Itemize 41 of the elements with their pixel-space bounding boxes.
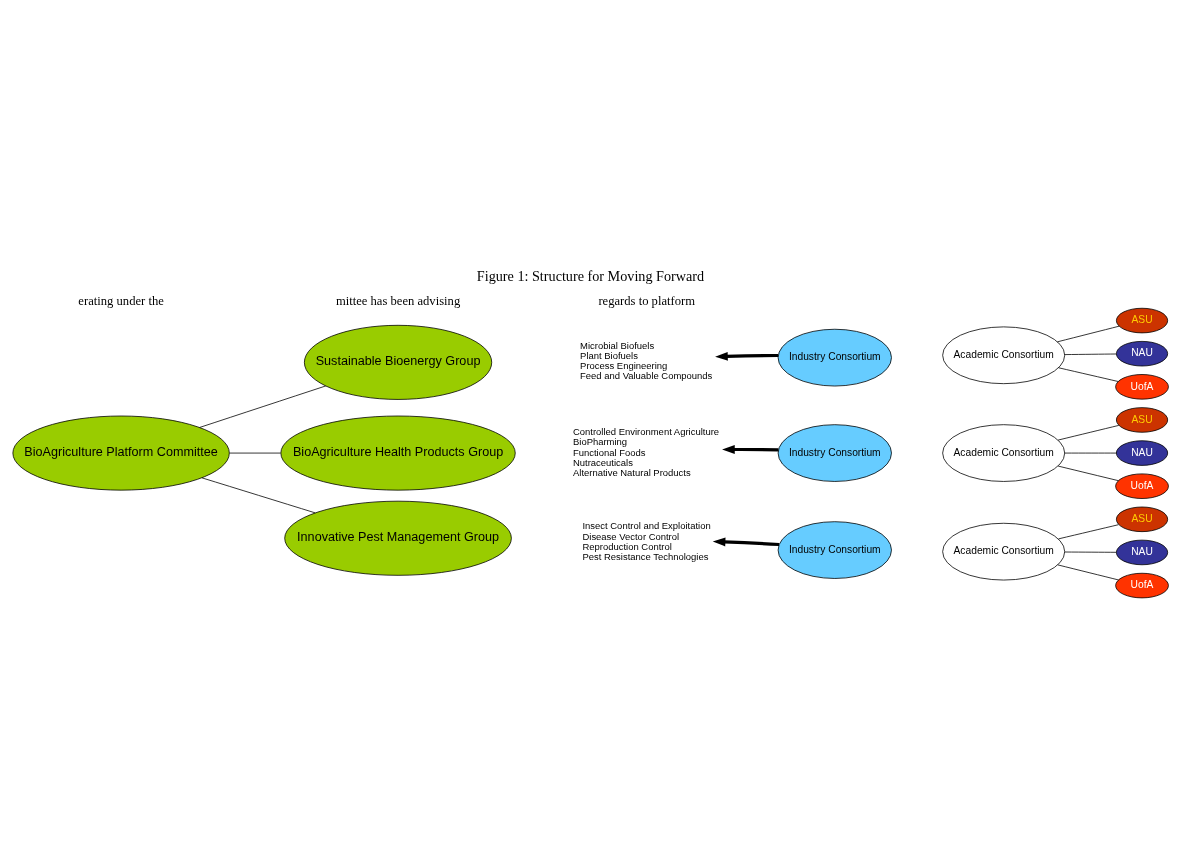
node-ellipse: ASU — [1116, 506, 1169, 533]
connector — [1064, 551, 1117, 553]
label: erating under the — [78, 294, 164, 309]
node-ellipse: BioAgriculture Health Products Group — [280, 415, 516, 491]
connector — [1057, 564, 1120, 581]
label: regards to platform — [598, 294, 696, 309]
node-ellipse: Academic Consortium — [942, 326, 1066, 385]
connector — [201, 477, 316, 514]
node-ellipse: Sustainable Bioenergy Group — [304, 324, 493, 400]
connector — [199, 385, 327, 428]
node-ellipse: Academic Consortium — [942, 424, 1066, 482]
node-text: Controlled Environment Agriculture BioPharming Functional Foods Nutraceuticals Alternative Natural Products — [572, 426, 720, 479]
connector — [1058, 524, 1119, 540]
node-ellipse: NAU — [1116, 341, 1169, 367]
node-ellipse: Industry Consortium — [777, 521, 892, 579]
connector — [1057, 425, 1120, 441]
connector — [1056, 325, 1120, 343]
node-ellipse: ASU — [1116, 407, 1169, 433]
arrow — [715, 351, 779, 361]
connector — [1064, 452, 1117, 454]
node-text: Insect Control and Exploitation Disease Vector Control Reproduction Control Pest Resistance Technologies — [582, 520, 711, 563]
label: mittee has been advising — [335, 294, 461, 309]
arrow — [712, 537, 780, 547]
node-ellipse: BioAgriculture Platform Committee — [12, 415, 230, 491]
node-ellipse: UofA — [1115, 572, 1169, 599]
arrow — [722, 445, 779, 454]
connector — [1064, 353, 1117, 355]
connector — [1058, 367, 1119, 382]
node-ellipse: UofA — [1115, 473, 1169, 499]
node-ellipse: Industry Consortium — [777, 424, 892, 482]
node-ellipse: Innovative Pest Management Group — [284, 500, 512, 576]
node-ellipse: Academic Consortium — [942, 522, 1066, 581]
node-text: Microbial Biofuels Plant Biofuels Process Engineering Feed and Valuable Compounds — [580, 339, 713, 382]
node-ellipse: UofA — [1115, 374, 1169, 400]
node-ellipse: Industry Consortium — [777, 328, 892, 387]
node-ellipse: ASU — [1116, 307, 1169, 334]
connector — [229, 452, 281, 454]
node-ellipse: NAU — [1116, 440, 1169, 466]
node-ellipse: NAU — [1116, 539, 1169, 566]
diagram-title: Figure 1: Structure for Moving Forward — [476, 267, 705, 284]
connector — [1057, 465, 1119, 482]
